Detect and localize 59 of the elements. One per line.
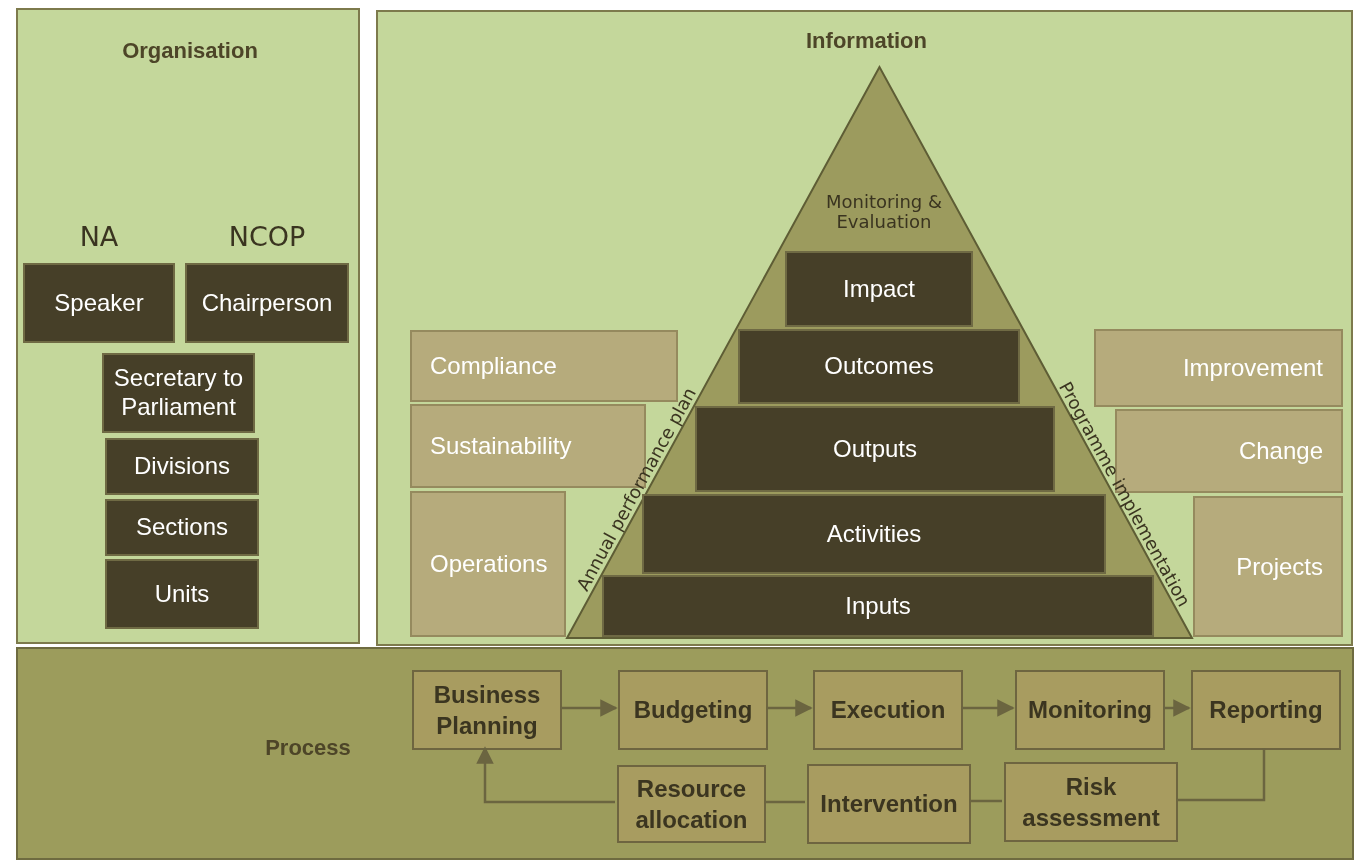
box-label: Chairperson — [201, 288, 333, 318]
connector-line — [764, 800, 805, 804]
box-label: Projects — [1236, 552, 1323, 581]
arrow — [766, 699, 813, 717]
box-label: Budgeting — [633, 695, 753, 726]
box-label: Intervention — [820, 789, 958, 820]
arrow — [1163, 699, 1191, 717]
section-heading: Process — [264, 735, 352, 761]
process-box — [1015, 670, 1165, 750]
process-box — [618, 670, 768, 750]
arrow — [961, 699, 1015, 717]
group-heading: NCOP — [227, 221, 307, 254]
box-label: Operations — [430, 550, 548, 578]
level-box — [105, 499, 259, 556]
box-label: Impact — [843, 274, 915, 304]
section-heading: Organisation — [121, 38, 259, 64]
process-box — [1004, 762, 1178, 842]
arrow — [560, 699, 618, 717]
box-label: Activities — [826, 519, 922, 549]
level-box — [102, 353, 255, 433]
box-label: Secretary to Parliament — [112, 364, 245, 422]
level-box — [105, 559, 259, 629]
arrow — [476, 746, 615, 804]
box-label: Inputs — [845, 591, 911, 621]
process-box — [807, 764, 971, 844]
box-label: Outcomes — [824, 352, 934, 381]
box-label: Sections — [135, 513, 229, 542]
box-label: Divisions — [134, 452, 230, 481]
box-label: Monitoring — [1028, 695, 1152, 726]
box-label: Improvement — [1182, 354, 1323, 382]
box-label: Change — [1238, 437, 1323, 465]
process-box — [617, 765, 766, 843]
box-label: Business Planning — [432, 679, 542, 741]
section-heading: Information — [805, 28, 928, 54]
panel — [16, 8, 360, 644]
box-label: Compliance — [430, 352, 557, 380]
panel — [376, 10, 1353, 646]
pyramid-heading: Monitoring & Evaluation — [825, 192, 943, 232]
process-panel — [16, 647, 1354, 860]
connector-line — [969, 799, 1002, 803]
level-box — [738, 329, 1020, 404]
level-box — [785, 251, 973, 327]
box-label: Sustainability — [430, 432, 572, 460]
group-heading: NA — [78, 221, 120, 254]
category-band — [410, 491, 566, 637]
process-box — [412, 670, 562, 750]
box-label: Execution — [830, 695, 946, 726]
box-label: Resource allocation — [634, 773, 749, 835]
level-box — [105, 438, 259, 495]
box-label: Reporting — [1209, 695, 1323, 726]
box-label: Speaker — [54, 288, 144, 318]
connector-line — [1176, 748, 1266, 802]
process-box — [1191, 670, 1341, 750]
box-label: Outputs — [832, 434, 917, 464]
category-band — [1193, 496, 1343, 637]
box-label: Risk assessment — [1021, 771, 1161, 833]
box-label: Units — [154, 579, 210, 609]
level-box — [695, 406, 1055, 492]
process-box — [813, 670, 963, 750]
